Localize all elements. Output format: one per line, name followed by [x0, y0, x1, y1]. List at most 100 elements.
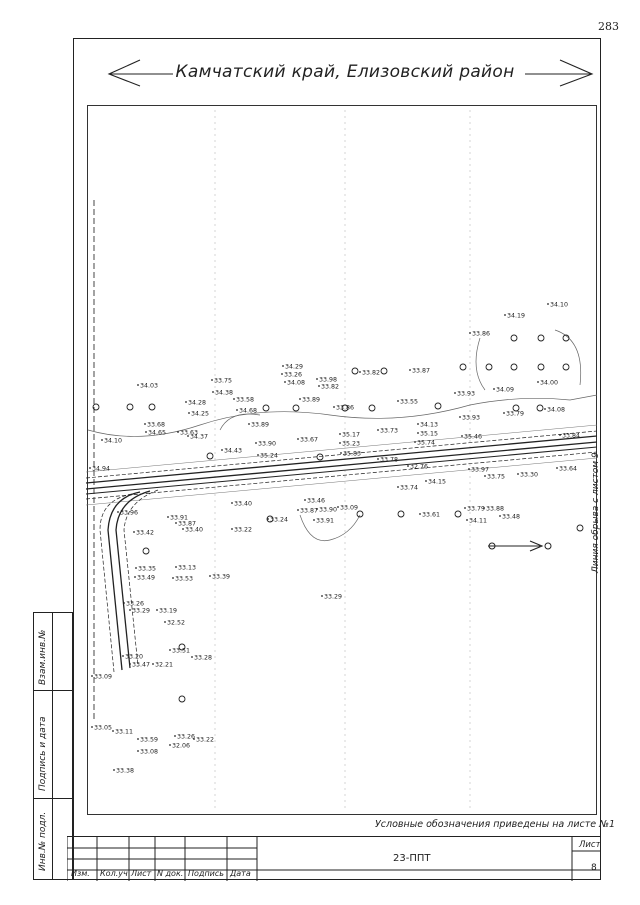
- elevation-mark: 33.75: [211, 378, 232, 385]
- elevation-mark: 33.78: [377, 457, 398, 464]
- elevation-label: 34.09: [496, 387, 514, 394]
- elevation-mark: 33.93: [459, 415, 480, 422]
- elevation-mark: 35.23: [339, 441, 360, 448]
- elevation-label: 33.68: [147, 422, 165, 429]
- left-stamp-block: Взам.инв.№ Подпись и дата Инв.№ подл.: [33, 612, 73, 880]
- elevation-mark: 33.96: [117, 510, 138, 517]
- elevation-label: 33.20: [125, 654, 143, 661]
- elevation-mark: 33.86: [469, 331, 490, 338]
- elevation-mark: 32.52: [164, 620, 185, 627]
- elevation-mark: 33.58: [233, 397, 254, 404]
- elevation-mark: 35.15: [417, 431, 438, 438]
- elevation-mark: 34.11: [466, 518, 487, 525]
- elevation-label: 33.93: [462, 415, 480, 422]
- header-arrows: [107, 59, 594, 87]
- side-road: [99, 489, 159, 673]
- well-circle: [92, 403, 100, 411]
- elevation-mark: 33.93: [454, 391, 475, 398]
- elevation-label: 33.53: [175, 576, 193, 583]
- elevation-mark: 33.42: [133, 530, 154, 537]
- elevation-mark: 33.26: [174, 734, 195, 741]
- elevation-label: 33.89: [251, 422, 269, 429]
- title-block: Изм. Кол.уч Лист N док. Подпись Дата: [67, 836, 601, 881]
- elevation-label: 33.74: [400, 485, 418, 492]
- elevation-mark: 34.15: [425, 479, 446, 486]
- elevation-mark: 33.89: [248, 422, 269, 429]
- elevation-mark: 33.82: [359, 370, 380, 377]
- elevation-label: 33.79: [467, 506, 485, 513]
- well-circle: [341, 404, 349, 412]
- elevation-label: 33.78: [380, 457, 398, 464]
- elevation-label: 33.82: [362, 370, 380, 377]
- elevation-mark: 34.28: [185, 400, 206, 407]
- elevation-mark: 33.49: [134, 575, 155, 582]
- elevation-mark: 34.25: [188, 411, 209, 418]
- elevation-label: 34.19: [507, 313, 525, 320]
- elevation-label: 33.97: [471, 467, 489, 474]
- elevation-label: 34.43: [224, 448, 242, 455]
- elevation-label: 32.52: [167, 620, 185, 627]
- elevation-mark: 33.51: [169, 648, 190, 655]
- elevation-label: 33.91: [170, 515, 188, 522]
- well-circle: [380, 367, 388, 375]
- elevation-label: 32.76: [410, 464, 428, 471]
- elevation-mark: 33.30: [517, 472, 538, 479]
- elevation-mark: 33.09: [91, 674, 112, 681]
- elevation-mark: 33.79: [464, 506, 485, 513]
- elevation-mark: 33.13: [175, 565, 196, 572]
- elevation-label: 33.38: [116, 768, 134, 775]
- elevation-label: 33.24: [270, 517, 288, 524]
- elevation-label: 33.19: [159, 608, 177, 615]
- elevation-mark: 33.98: [316, 377, 337, 384]
- elevation-label: 34.65: [148, 430, 166, 437]
- elevation-mark: 34.43: [221, 448, 242, 455]
- elevation-label: 34.15: [428, 479, 446, 486]
- elevation-mark: 34.38: [212, 390, 233, 397]
- elevation-label: 34.10: [550, 302, 568, 309]
- stamp-col-list: Лист: [131, 869, 152, 878]
- well-circle: [537, 334, 545, 342]
- elevation-mark: 33.09: [337, 505, 358, 512]
- elevation-label: 33.42: [136, 530, 154, 537]
- elevation-mark: 34.09: [493, 387, 514, 394]
- elevation-label: 33.48: [502, 514, 520, 521]
- side-note-text: Линия обрыва с листом 9: [591, 452, 601, 573]
- elevation-mark: 34.68: [236, 408, 257, 415]
- elevation-mark: 33.24: [267, 517, 288, 524]
- elevation-mark: 33.91: [167, 515, 188, 522]
- well-circle: [351, 367, 359, 375]
- sheet-number: 8: [591, 863, 597, 873]
- elevation-mark: 35.46: [461, 434, 482, 441]
- well-circle: [485, 363, 493, 371]
- well-circle: [510, 334, 518, 342]
- elevation-mark: 33.87: [409, 368, 430, 375]
- elevation-label: 33.26: [284, 372, 302, 379]
- elevation-mark: 33.11: [112, 729, 133, 736]
- elevation-label: 35.74: [417, 440, 435, 447]
- elevation-label: 33.09: [94, 674, 112, 681]
- elevation-label: 34.13: [420, 422, 438, 429]
- lb-cell-1: Взам.инв.№: [34, 613, 72, 691]
- elevation-label: 33.88: [486, 506, 504, 513]
- elevation-label: 33.87: [300, 508, 318, 515]
- elevation-label: 33.86: [336, 405, 354, 412]
- elevation-label: 33.90: [258, 441, 276, 448]
- title-block-grid: [67, 837, 601, 881]
- elevation-mark: 34.94: [89, 466, 110, 473]
- map-area: [87, 105, 597, 815]
- elevation-mark: 35.83: [340, 451, 361, 458]
- elevation-label: 33.35: [138, 566, 156, 573]
- elevation-label: 33.93: [457, 391, 475, 398]
- elevation-mark: 33.05: [91, 725, 112, 732]
- lb-cell-3: Инв.№ подл.: [34, 799, 72, 879]
- elevation-label: 33.22: [196, 737, 214, 744]
- elevation-mark: 33.26: [123, 601, 144, 608]
- stamp-col-data: Дата: [230, 869, 251, 878]
- elevation-label: 33.87: [178, 521, 196, 528]
- elevation-label: 32.21: [155, 662, 173, 669]
- stamp-col-kol: Кол.уч: [100, 869, 128, 878]
- elevation-label: 34.38: [215, 390, 233, 397]
- elevation-mark: 33.47: [129, 662, 150, 669]
- stamp-col-podpis: Подпись: [188, 869, 224, 878]
- elevation-mark: 33.87: [175, 521, 196, 528]
